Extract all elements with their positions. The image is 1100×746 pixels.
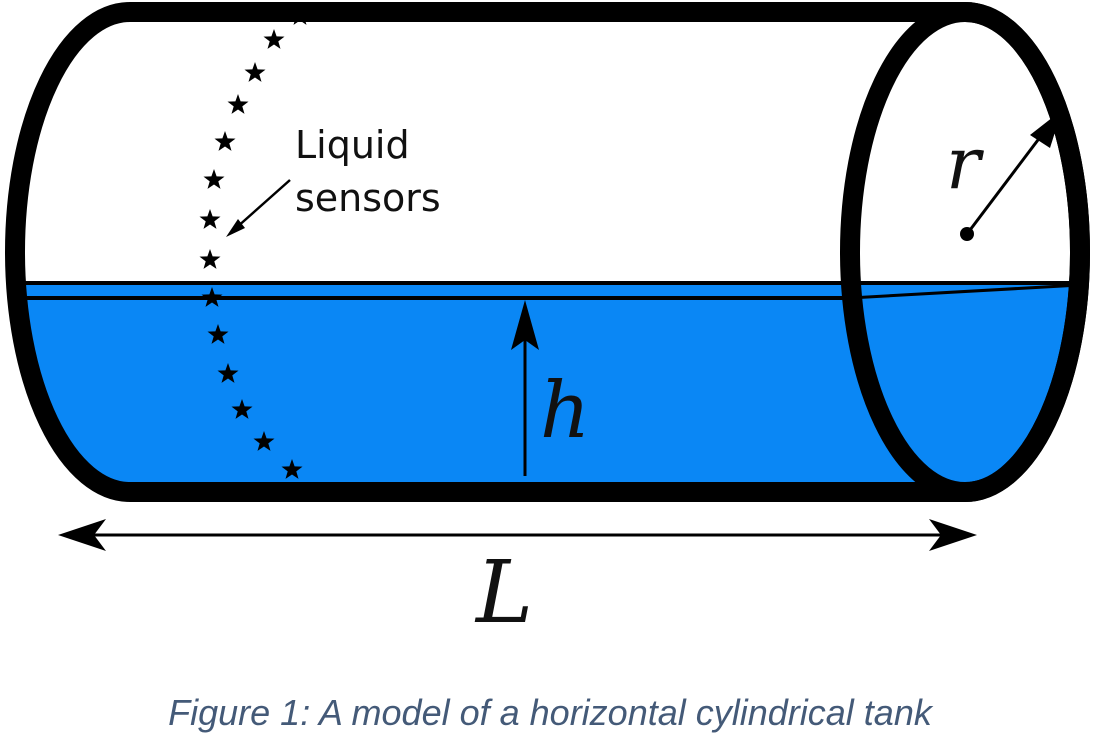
sensor-star-icon [244,62,266,82]
sensor-star-icon [214,131,236,151]
sensor-label-line2: sensors [295,176,441,220]
sensor-star-icon [199,209,221,229]
sensor-star-icon [227,94,249,114]
sensor-star-icon [201,287,223,307]
sensor-star-icon [203,169,225,189]
sensor-star-icon [199,249,221,269]
liquid-sensors [199,5,311,479]
length-label: L [474,543,533,643]
height-label: h [540,366,590,456]
figure-caption: Figure 1: A model of a horizontal cylind… [168,692,934,733]
sensor-star-icon [263,29,285,49]
sensor-star-icon [217,363,239,383]
liquid-surface-line [849,283,1081,300]
sensor-star-icon [207,324,229,344]
cylinder-end-ellipse [840,2,1090,502]
sensor-star-icon [281,459,303,479]
sensor-star-icon [253,431,275,451]
height-arrow [511,300,539,476]
sensor-pointer-arrow [226,179,291,237]
radius-arrow [960,110,1062,241]
length-arrow [58,519,977,551]
sensor-label-line1: Liquid [295,123,410,167]
sensor-star-icon [289,5,311,25]
sensor-star-icon [231,399,253,419]
radius-label: r [946,121,984,205]
